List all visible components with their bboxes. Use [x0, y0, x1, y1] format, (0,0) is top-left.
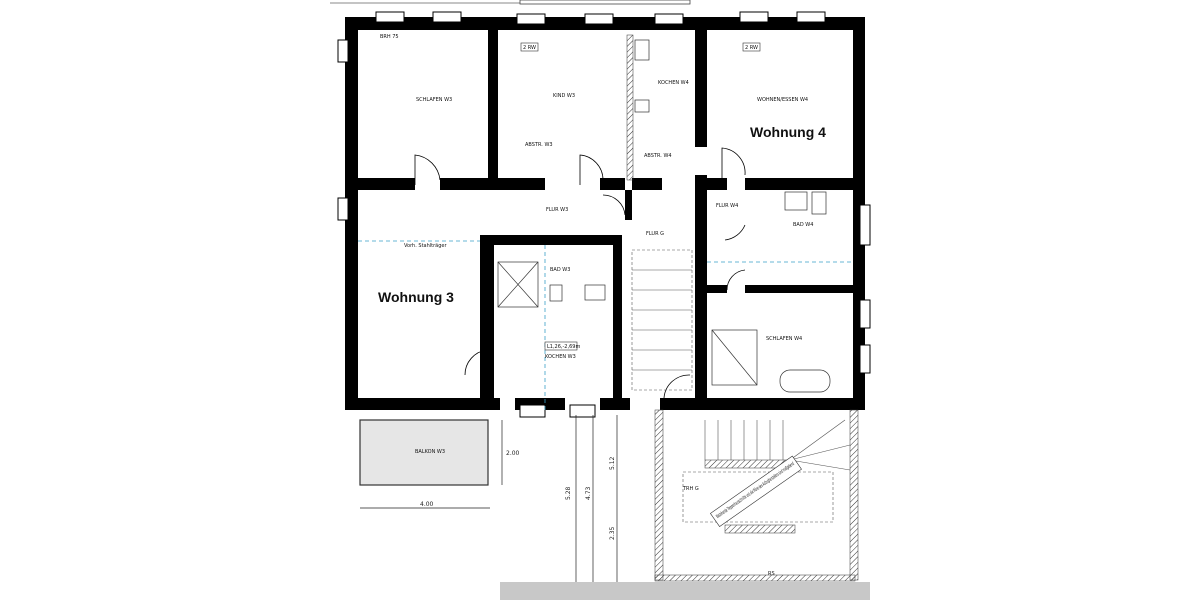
room-flur-w3: FLUR W3 [546, 207, 568, 213]
radiator-tag-right: 2 RW [745, 45, 758, 51]
rs-label: RS [768, 571, 775, 577]
dim-2: 4.73 [585, 486, 592, 500]
radiator-tag-left: 2 RW [523, 45, 536, 51]
doors [414, 147, 746, 399]
room-abstr-w4: ABSTR. W4 [644, 153, 672, 159]
room-kind-w3: KIND W3 [553, 93, 575, 99]
dim-balcony-depth: 2.00 [506, 450, 520, 457]
ground-strip [500, 582, 870, 600]
room-bad-w4: BAD W4 [793, 222, 813, 228]
walls [345, 17, 865, 410]
room-flur-w4: FLUR W4 [716, 203, 738, 209]
dim-1: 5.28 [565, 486, 572, 500]
room-balkon-w3: BALKON W3 [415, 449, 445, 455]
beam-lines [358, 240, 853, 410]
window-sill-label: BRH 75 [380, 34, 399, 40]
room-flur-g: FLUR G [646, 231, 664, 237]
dim-balcony-width: 4.00 [420, 501, 434, 508]
room-abstr-w3: ABSTR. W3 [525, 142, 553, 148]
dim-4: 2.35 [609, 526, 616, 540]
staircase [631, 249, 851, 534]
dimension-lines [360, 415, 618, 582]
fixtures [497, 39, 831, 393]
room-schlafen-w4: SCHLAFEN W4 [766, 336, 802, 342]
dim-3: 5.12 [609, 456, 616, 470]
room-schlafen-w3: SCHLAFEN W3 [416, 97, 452, 103]
beam-label: Vorh. Stahlträger [404, 243, 447, 249]
balcony [359, 419, 489, 486]
room-kochen-w4: KOCHEN W4 [658, 80, 689, 86]
stair-note: Bestehende Treppenhausschnitte und die P… [715, 461, 795, 520]
room-bad-w3: BAD W3 [550, 267, 570, 273]
kitchen-tag: L1,26,-2,69m [547, 344, 580, 350]
apartment-label-wohnung-3: Wohnung 3 [378, 289, 454, 305]
apartment-label-wohnung-4: Wohnung 4 [750, 124, 826, 140]
room-trh-g: TRH G [682, 486, 699, 492]
windows [337, 11, 871, 418]
room-kochen-w3: KOCHEN W3 [545, 354, 576, 360]
room-wohnen-essen-w4: WOHNEN/ESSEN W4 [757, 97, 808, 103]
